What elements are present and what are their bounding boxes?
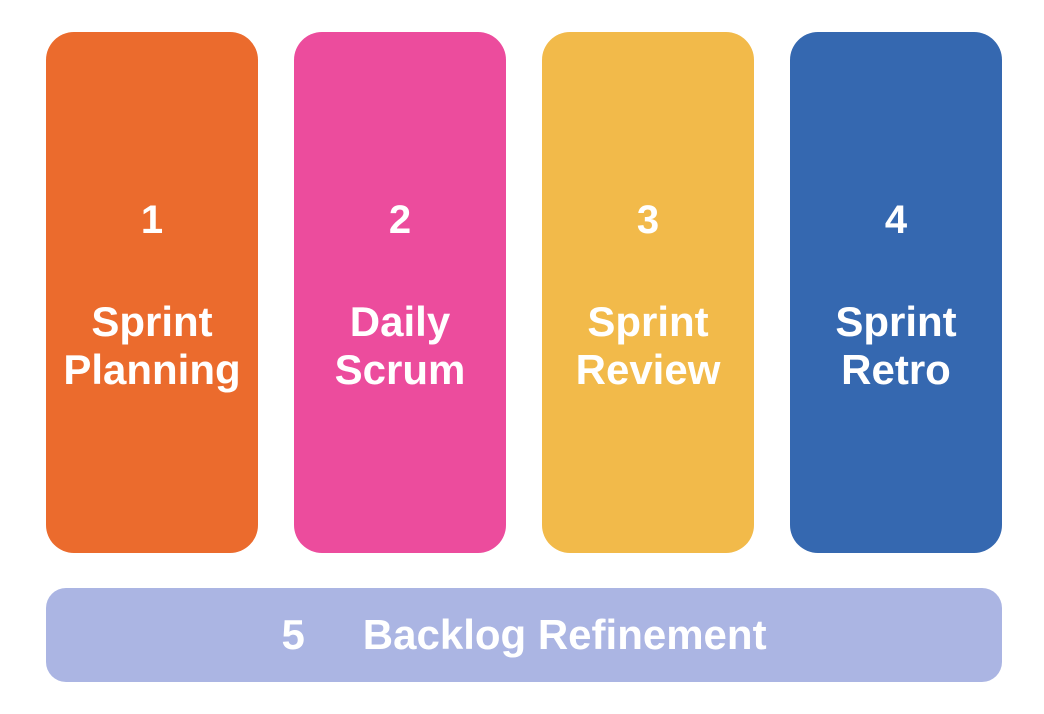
card-title-line: Sprint [587, 298, 709, 345]
card-title-line: Planning [63, 346, 241, 393]
card-title: Sprint Retro [790, 298, 1002, 394]
card-title-line: Sprint [835, 298, 957, 345]
card-sprint-planning: 1 Sprint Planning [46, 32, 258, 553]
card-title-line: Daily [349, 298, 451, 345]
card-title-line: Retro [841, 346, 951, 393]
card-number: 1 [140, 198, 164, 242]
card-number: 2 [388, 198, 412, 242]
bar-number: 5 [281, 611, 305, 658]
scrum-cards-row: 1 Sprint Planning 2 Daily Scrum 3 Sprint… [46, 32, 1002, 553]
card-sprint-review: 3 Sprint Review [542, 32, 754, 553]
card-title: Daily Scrum [294, 298, 506, 394]
backlog-refinement-bar: 5 Backlog Refinement [46, 588, 1002, 682]
card-number: 3 [636, 198, 660, 242]
card-number: 4 [884, 198, 908, 242]
bar-label: Backlog Refinement [362, 611, 767, 658]
card-title-line: Review [575, 346, 721, 393]
card-title: Sprint Planning [46, 298, 258, 394]
card-title-line: Scrum [334, 346, 466, 393]
card-title: Sprint Review [542, 298, 754, 394]
card-daily-scrum: 2 Daily Scrum [294, 32, 506, 553]
card-title-line: Sprint [91, 298, 213, 345]
card-sprint-retro: 4 Sprint Retro [790, 32, 1002, 553]
